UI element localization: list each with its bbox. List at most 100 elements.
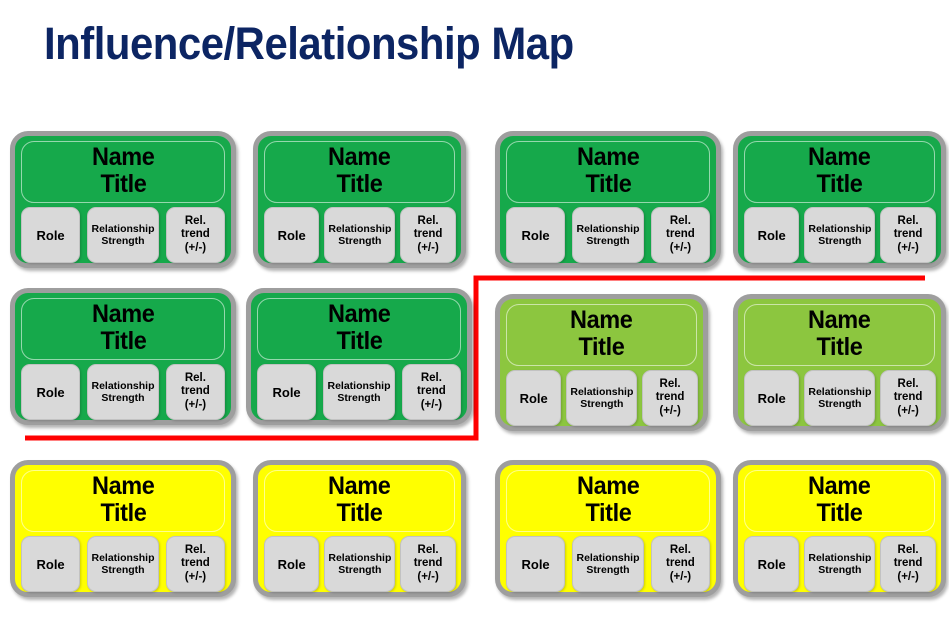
- attribute-relationship-trend[interactable]: Rel. trend(+/-): [650, 536, 710, 592]
- attribute-strength-line-2: Strength: [101, 564, 145, 576]
- attribute-relationship-trend[interactable]: Rel. trend(+/-): [400, 207, 456, 263]
- attribute-strength-line-2: Strength: [338, 235, 382, 247]
- attribute-relationship-trend[interactable]: Rel. trend(+/-): [880, 370, 936, 426]
- card-name: Name: [576, 143, 640, 171]
- card-title: Title: [584, 499, 632, 527]
- attribute-role[interactable]: Role: [744, 207, 800, 263]
- attribute-trend-line-2: (+/-): [184, 398, 207, 411]
- attribute-role[interactable]: Role: [506, 370, 562, 426]
- attribute-role[interactable]: Role: [506, 536, 566, 592]
- attribute-trend-line-1: Rel. trend: [413, 543, 443, 570]
- attribute-relationship-trend[interactable]: Rel. trend(+/-): [400, 536, 456, 592]
- attribute-strength-line-1: Relationship: [808, 551, 872, 564]
- card-name: Name: [808, 472, 871, 500]
- attribute-strength-line-2: Strength: [586, 235, 630, 247]
- attribute-relationship-trend[interactable]: Rel. trend(+/-): [165, 536, 225, 592]
- attribute-trend-text: Rel. trend(+/-): [884, 544, 931, 585]
- attribute-relationship-trend[interactable]: Rel. trend(+/-): [650, 207, 710, 263]
- attribute-strength-line-2: Strength: [818, 564, 862, 576]
- attribute-role[interactable]: Role: [21, 207, 81, 263]
- card-title: Title: [816, 499, 863, 527]
- attribute-role[interactable]: Role: [21, 364, 81, 420]
- attribute-trend-line-2: (+/-): [897, 241, 919, 254]
- attribute-trend-line-1: Rel. trend: [666, 214, 695, 241]
- attribute-trend-text: Rel. trend(+/-): [170, 372, 221, 413]
- attribute-strength-line-1: Relationship: [576, 222, 640, 235]
- attribute-relationship-trend[interactable]: Rel. trend(+/-): [165, 364, 225, 420]
- card-name: Name: [327, 300, 391, 328]
- attribute-relationship-trend[interactable]: Rel. trend(+/-): [401, 364, 461, 420]
- attribute-trend-line-2: (+/-): [669, 241, 692, 254]
- attribute-relationship-trend[interactable]: Rel. trend(+/-): [880, 536, 936, 592]
- card-title: Title: [335, 327, 383, 355]
- attribute-trend-line-2: (+/-): [184, 570, 207, 583]
- attribute-trend-line-1: Rel. trend: [181, 214, 210, 241]
- attribute-strength-line-2: Strength: [337, 392, 381, 404]
- attribute-strength-line-2: Strength: [338, 564, 382, 576]
- card-title: Title: [816, 333, 863, 361]
- attribute-relationship-trend[interactable]: Rel. trend(+/-): [165, 207, 225, 263]
- attribute-strength-line-2: Strength: [818, 235, 862, 247]
- attribute-role[interactable]: Role: [21, 536, 81, 592]
- card-title: Title: [99, 327, 147, 355]
- attribute-strength-line-1: Relationship: [328, 551, 392, 564]
- attribute-strength-line-1: Relationship: [328, 222, 392, 235]
- attribute-trend-text: Rel. trend(+/-): [170, 544, 221, 585]
- attribute-role[interactable]: Role: [744, 536, 800, 592]
- card-title: Title: [336, 170, 383, 198]
- attribute-trend-line-2: (+/-): [184, 241, 207, 254]
- attribute-relationship-trend[interactable]: Rel. trend(+/-): [642, 370, 698, 426]
- attribute-role[interactable]: Role: [264, 207, 320, 263]
- attribute-role[interactable]: Role: [744, 370, 800, 426]
- attribute-relationship-trend[interactable]: Rel. trend(+/-): [880, 207, 936, 263]
- attribute-trend-text: Rel. trend(+/-): [406, 372, 457, 413]
- attribute-role[interactable]: Role: [257, 364, 317, 420]
- attribute-role[interactable]: Role: [264, 536, 320, 592]
- attribute-trend-line-2: (+/-): [417, 241, 439, 254]
- attribute-strength-line-2: Strength: [580, 398, 624, 410]
- attribute-trend-text: Rel. trend(+/-): [404, 544, 451, 585]
- attribute-role[interactable]: Role: [506, 207, 566, 263]
- attribute-trend-line-1: Rel. trend: [893, 543, 923, 570]
- attribute-strength-line-1: Relationship: [576, 551, 640, 564]
- attribute-trend-line-1: Rel. trend: [655, 377, 685, 404]
